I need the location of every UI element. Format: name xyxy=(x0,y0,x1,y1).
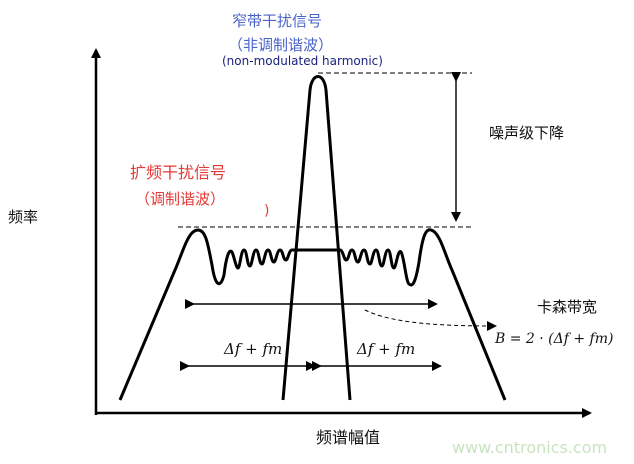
spread-spectrum-paren: ) xyxy=(264,203,270,219)
bandwidth-formula: B = 2 · (Δf + fm) xyxy=(495,331,614,347)
carson-bandwidth-label: 卡森带宽 xyxy=(537,298,598,316)
delta-right-label: Δf + fm xyxy=(357,340,416,358)
narrowband-spike xyxy=(281,75,352,401)
y-axis-label: 频率 xyxy=(8,208,39,226)
narrowband-title: 窄带干扰信号 xyxy=(232,12,323,30)
x-axis-label: 频谱幅值 xyxy=(316,428,381,447)
watermark: www.cntronics.com xyxy=(452,438,608,457)
spread-spectrum-subtitle: （调制谐波） xyxy=(135,190,226,208)
spread-spectrum-curve xyxy=(118,228,507,401)
spread-spectrum-title: 扩频干扰信号 xyxy=(130,163,227,182)
delta-left-label: Δf + fm xyxy=(224,340,283,358)
narrowband-subtitle: （非调制谐波） xyxy=(228,36,334,54)
noise-reduction-label: 噪声级下降 xyxy=(489,124,565,142)
formula-pointer xyxy=(364,309,497,331)
narrowband-english-note: (non-modulated harmonic) xyxy=(222,54,383,68)
